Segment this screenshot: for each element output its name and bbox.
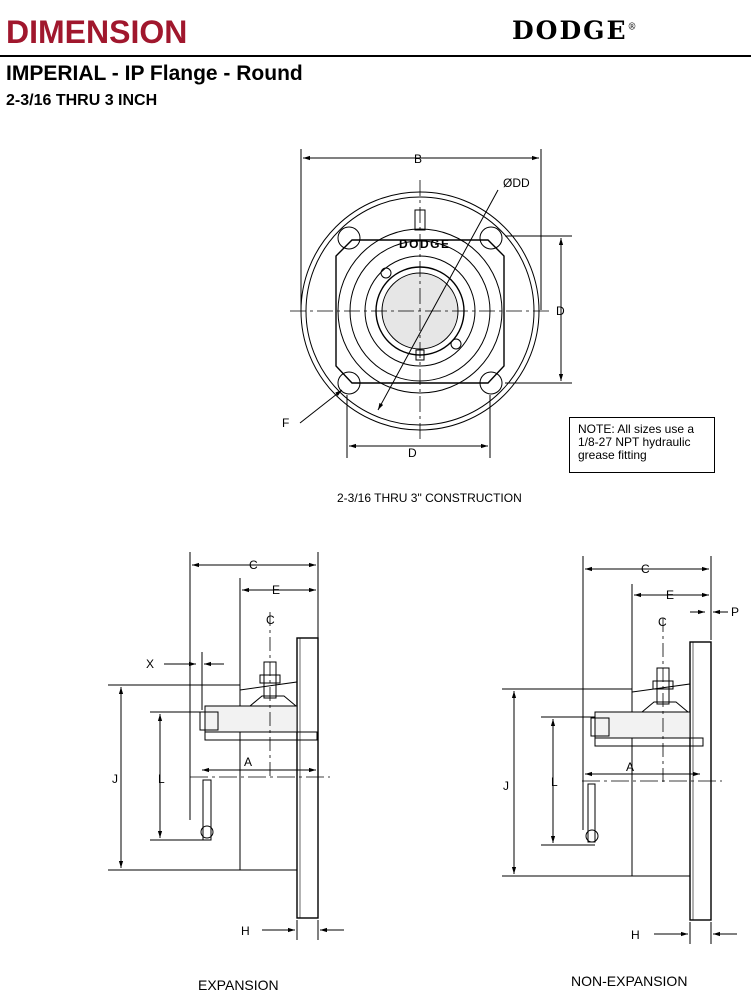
inner-ring <box>204 731 318 741</box>
label-f: F <box>282 416 289 430</box>
label-x: X <box>146 657 154 671</box>
locking-collar-side <box>199 711 219 731</box>
registered-mark: ® <box>627 22 637 33</box>
ne-shaft-stub <box>587 783 596 843</box>
ne-bearing-race-top <box>641 701 689 713</box>
front-view: B ØDD D D F DODGE <box>282 149 572 460</box>
non-expansion-caption: NON-EXPANSION <box>571 973 688 989</box>
label-b: B <box>414 152 422 166</box>
ne-label-l: L <box>551 775 558 789</box>
ne-inner-ring <box>594 737 704 747</box>
dd-leader-line <box>377 189 499 411</box>
non-expansion-view: C E P C J L A H <box>502 556 739 944</box>
ne-label-c: C <box>641 562 650 576</box>
ne-label-a: A <box>626 760 634 774</box>
ne-housing-side <box>631 683 691 877</box>
housing-brand-label: DODGE <box>399 237 451 251</box>
ne-label-j: J <box>503 779 509 793</box>
label-d-vertical: D <box>556 304 565 318</box>
f-leader-line <box>299 389 343 424</box>
ne-seal <box>585 829 599 843</box>
product-title: IMPERIAL - IP Flange - Round <box>6 62 303 85</box>
brand-name: DODGE <box>512 16 628 45</box>
label-cl: C <box>266 613 275 627</box>
expansion-view: C E C X J L A H <box>108 552 344 940</box>
bolt-hole-top-left <box>337 226 361 250</box>
label-d-horizontal: D <box>408 446 417 460</box>
size-range: 2-3/16 THRU 3 INCH <box>6 92 158 109</box>
label-h: H <box>241 924 250 938</box>
front-view-caption: 2-3/16 THRU 3" CONSTRUCTION <box>337 491 522 505</box>
shaft-stub <box>202 779 212 841</box>
page-title: DIMENSION <box>6 14 188 50</box>
set-screw-lower <box>450 338 462 350</box>
ne-label-h: H <box>631 928 640 942</box>
ne-label-e: E <box>666 588 674 602</box>
seal <box>200 825 214 839</box>
bolt-hole-top-right <box>479 226 503 250</box>
ne-label-cl: C <box>658 615 667 629</box>
set-screw-upper <box>380 267 392 279</box>
bolt-hole-bottom-left <box>337 371 361 395</box>
expansion-caption: EXPANSION <box>198 977 279 993</box>
brand-logo: DODGE® <box>512 16 637 45</box>
header-divider <box>0 55 751 57</box>
label-l: L <box>158 772 165 786</box>
label-j: J <box>112 772 118 786</box>
grease-fitting-note: NOTE: All sizes use a 1/8-27 NPT hydraul… <box>569 417 715 473</box>
label-c: C <box>249 558 258 572</box>
ne-label-p: P <box>731 605 739 619</box>
label-a: A <box>244 755 252 769</box>
bearing-insert <box>204 705 298 733</box>
bearing-race-top <box>249 695 297 707</box>
bolt-hole-bottom-right <box>479 371 503 395</box>
label-e: E <box>272 583 280 597</box>
housing-body <box>335 239 505 384</box>
ne-locking-collar-side <box>590 717 610 737</box>
ne-bearing-insert <box>594 711 691 739</box>
label-dd: ØDD <box>503 176 530 190</box>
